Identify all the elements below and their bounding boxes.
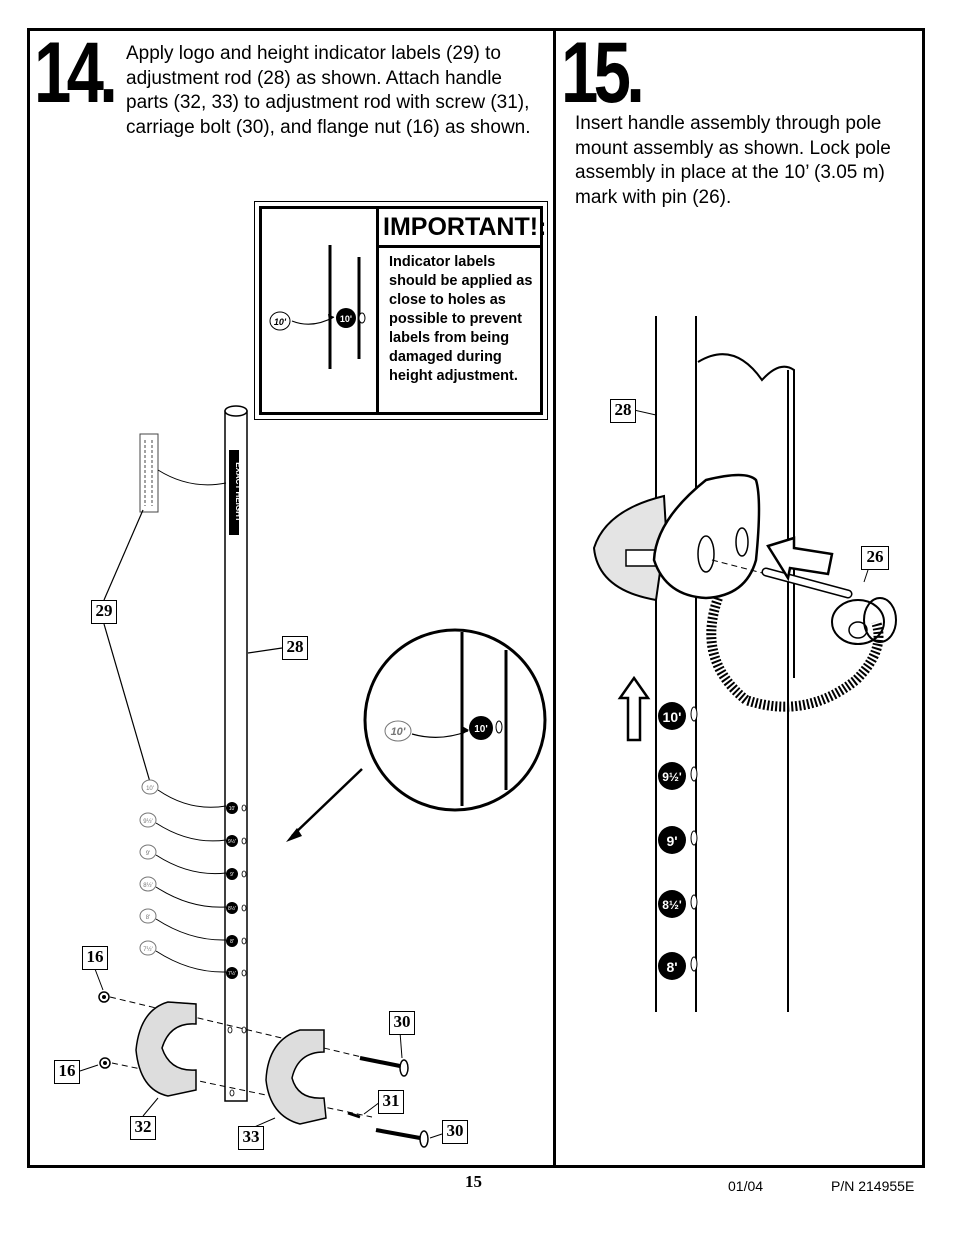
rod-label-7-5: 7½' (228, 970, 236, 977)
adjustment-rod: EXACT HEIGHT (224, 405, 248, 1102)
callout-26: 26 (861, 546, 889, 570)
loose-label-9-5: 9½' (143, 818, 153, 825)
height-mark-9-5: 9½' (662, 770, 682, 784)
callout-28: 28 (282, 636, 308, 660)
step-14-instructions: Apply logo and height indicator labels (… (126, 43, 531, 138)
column-divider (553, 28, 556, 1168)
coiled-lanyard (706, 596, 884, 712)
part-number: P/N 214955E (831, 1178, 915, 1194)
callout-31: 31 (378, 1090, 404, 1114)
step-14-number: 14. (34, 25, 118, 121)
step-15-number: 15. (561, 25, 645, 121)
label-sample-outline: 10' (274, 317, 287, 327)
magnified-detail: 10' 10' (363, 628, 547, 812)
callout-33: 33 (238, 1126, 264, 1150)
rod-label-9: 9' (230, 872, 234, 878)
callout-28-step15: 28 (610, 399, 636, 423)
loose-label-8-5: 8½' (143, 882, 153, 889)
flange-nut-lower (99, 1057, 111, 1069)
magnified-applied-label: 10' (474, 724, 488, 735)
logo-label (139, 433, 227, 513)
label-sample-applied: 10' (340, 314, 352, 324)
height-mark-8-5: 8½' (662, 898, 682, 912)
step-15-diagram: 10' 9½' 9' 8½' 8' (592, 316, 897, 1012)
screw-31 (347, 1111, 361, 1119)
handle-part-33 (265, 1029, 327, 1125)
loose-label-8: 8' (146, 915, 150, 921)
callout-30-lower: 30 (442, 1120, 468, 1144)
important-notice: IMPORTANT!: Indicator labels should be a… (254, 201, 548, 420)
rod-label-8: 8' (230, 939, 234, 945)
height-marks: 10' 9½' 9' 8½' 8' (658, 702, 698, 980)
pole-mount-tube (697, 353, 795, 1012)
height-mark-9: 9' (666, 833, 677, 849)
rod-label-10: 10' (229, 806, 236, 812)
carriage-bolt-lower (375, 1128, 429, 1148)
important-text: Indicator labels should be applied as cl… (389, 254, 533, 384)
callout-16-upper: 16 (82, 946, 108, 970)
handle-part-32 (135, 1001, 197, 1097)
carriage-bolt-upper (359, 1056, 409, 1077)
loose-label-9: 9' (146, 851, 150, 857)
indicator-labels: 10' 10' 9½' 9½' 9' 9' 8½' 8½' 8' 8' 7½' … (139, 779, 247, 1097)
step-15-instructions: Insert handle assembly through pole moun… (575, 113, 891, 208)
callout-30-upper: 30 (389, 1011, 415, 1035)
step-14-diagram: EXACT HEIGHT 10' 10' 9½' 9½' 9' 9' 8½' 8… (79, 405, 547, 1148)
flange-nut-upper (98, 991, 110, 1003)
label-placement-icon: 10' 10' (269, 245, 366, 369)
loose-label-7-5: 7½' (143, 946, 153, 953)
revision-date: 01/04 (728, 1178, 764, 1194)
handle-front-part (652, 473, 761, 600)
insert-arrow-icon (766, 536, 834, 582)
rod-label-8-5: 8½' (228, 905, 236, 912)
callout-16-lower: 16 (54, 1060, 80, 1084)
important-title: IMPORTANT!: (379, 209, 546, 248)
height-mark-10: 10' (663, 709, 682, 725)
callout-29: 29 (91, 600, 117, 624)
rod-label-9-5: 9½' (228, 838, 236, 845)
up-arrow-icon (617, 675, 651, 742)
page-frame (27, 28, 925, 1168)
height-mark-8: 8' (666, 959, 677, 975)
pole-logo-text: EXACT HEIGHT (234, 462, 243, 522)
lock-pin-26 (761, 567, 897, 645)
loose-label-10: 10' (146, 786, 154, 792)
callout-32: 32 (130, 1116, 156, 1140)
page-number: 15 (465, 1172, 482, 1191)
magnified-loose-label: 10' (391, 726, 406, 738)
